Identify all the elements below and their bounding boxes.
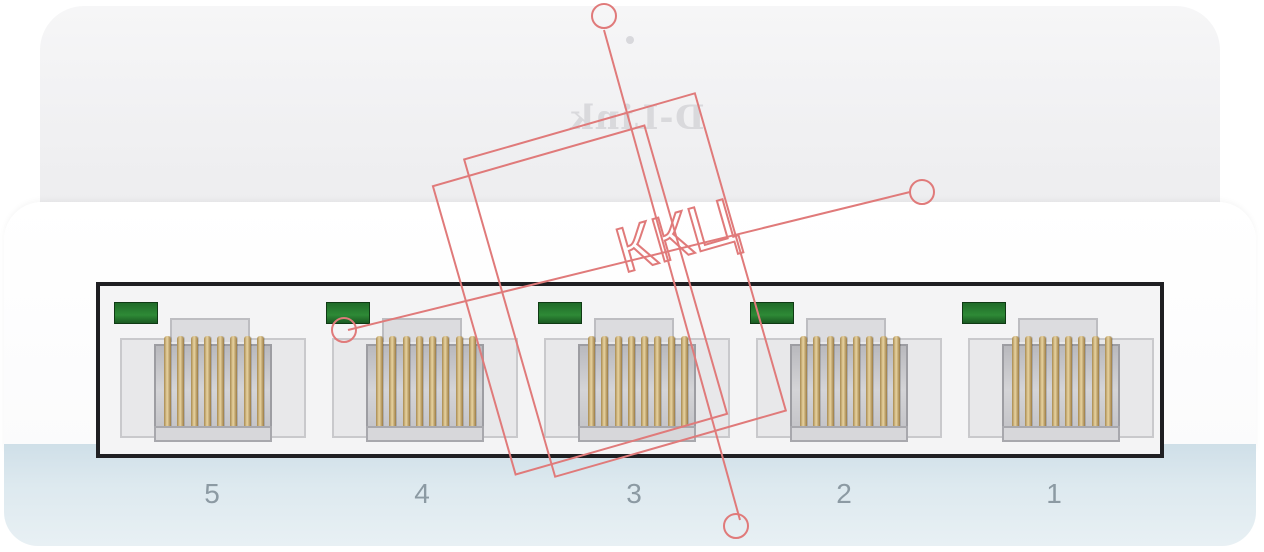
contact-pin [442, 336, 450, 432]
ethernet-port-4 [318, 290, 518, 456]
link-led [114, 302, 158, 324]
rj45-jack [968, 318, 1154, 450]
jack-bottom-lip [578, 426, 696, 442]
rj45-jack [332, 318, 518, 450]
jack-cavity [1002, 344, 1120, 436]
contact-pin [468, 336, 476, 432]
port-panel [96, 282, 1164, 458]
rj45-jack [756, 318, 942, 450]
contact-pin [203, 336, 211, 432]
contact-pin [429, 336, 437, 432]
contact-pins [164, 336, 264, 436]
jack-cavity [790, 344, 908, 436]
contact-pins [800, 336, 900, 436]
jack-bottom-lip [790, 426, 908, 442]
link-led [962, 302, 1006, 324]
contact-pins [376, 336, 476, 436]
contact-pin [1038, 336, 1046, 432]
network-switch: D-Link [4, 6, 1256, 546]
link-led [326, 302, 370, 324]
brand-logo: D-Link [569, 98, 705, 138]
contact-pin [256, 336, 264, 432]
contact-pin [389, 336, 397, 432]
contact-pin [826, 336, 834, 432]
contact-pin [230, 336, 238, 432]
contact-pin [1104, 336, 1112, 432]
contact-pin [839, 336, 847, 432]
contact-pin [641, 336, 649, 432]
contact-pin [190, 336, 198, 432]
contact-pin [402, 336, 410, 432]
port-number-label: 1 [1046, 478, 1062, 509]
link-led [538, 302, 582, 324]
rj45-jack [120, 318, 306, 450]
contact-pin [879, 336, 887, 432]
jack-bottom-lip [366, 426, 484, 442]
contact-pin [1078, 336, 1086, 432]
contact-pin [853, 336, 861, 432]
contact-pin [455, 336, 463, 432]
port-number-label: 3 [626, 478, 642, 509]
jack-bottom-lip [154, 426, 272, 442]
contact-pin [1065, 336, 1073, 432]
contact-pin [1091, 336, 1099, 432]
jack-bottom-lip [1002, 426, 1120, 442]
contact-pin [376, 336, 383, 432]
ethernet-port-3 [530, 290, 730, 456]
rj45-jack [544, 318, 730, 450]
contact-pin [1012, 336, 1019, 432]
port-number-label: 5 [204, 478, 220, 509]
contact-pin [813, 336, 821, 432]
contact-pin [667, 336, 675, 432]
contact-pin [177, 336, 185, 432]
contact-pin [866, 336, 874, 432]
contact-pin [588, 336, 595, 432]
contact-pin [217, 336, 225, 432]
contact-pin [164, 336, 171, 432]
contact-pin [601, 336, 609, 432]
contact-pin [415, 336, 423, 432]
port-number-label: 4 [414, 478, 430, 509]
ethernet-port-2 [742, 290, 942, 456]
contact-pins [1012, 336, 1112, 436]
power-indicator [626, 36, 634, 44]
contact-pin [627, 336, 635, 432]
contact-pin [680, 336, 688, 432]
contact-pin [800, 336, 807, 432]
ethernet-port-5 [106, 290, 306, 456]
port-number-label: 2 [836, 478, 852, 509]
contact-pin [1025, 336, 1033, 432]
contact-pin [892, 336, 900, 432]
contact-pin [654, 336, 662, 432]
link-led [750, 302, 794, 324]
ethernet-port-1 [954, 290, 1154, 456]
contact-pin [243, 336, 251, 432]
contact-pins [588, 336, 688, 436]
contact-pin [614, 336, 622, 432]
contact-pin [1051, 336, 1059, 432]
